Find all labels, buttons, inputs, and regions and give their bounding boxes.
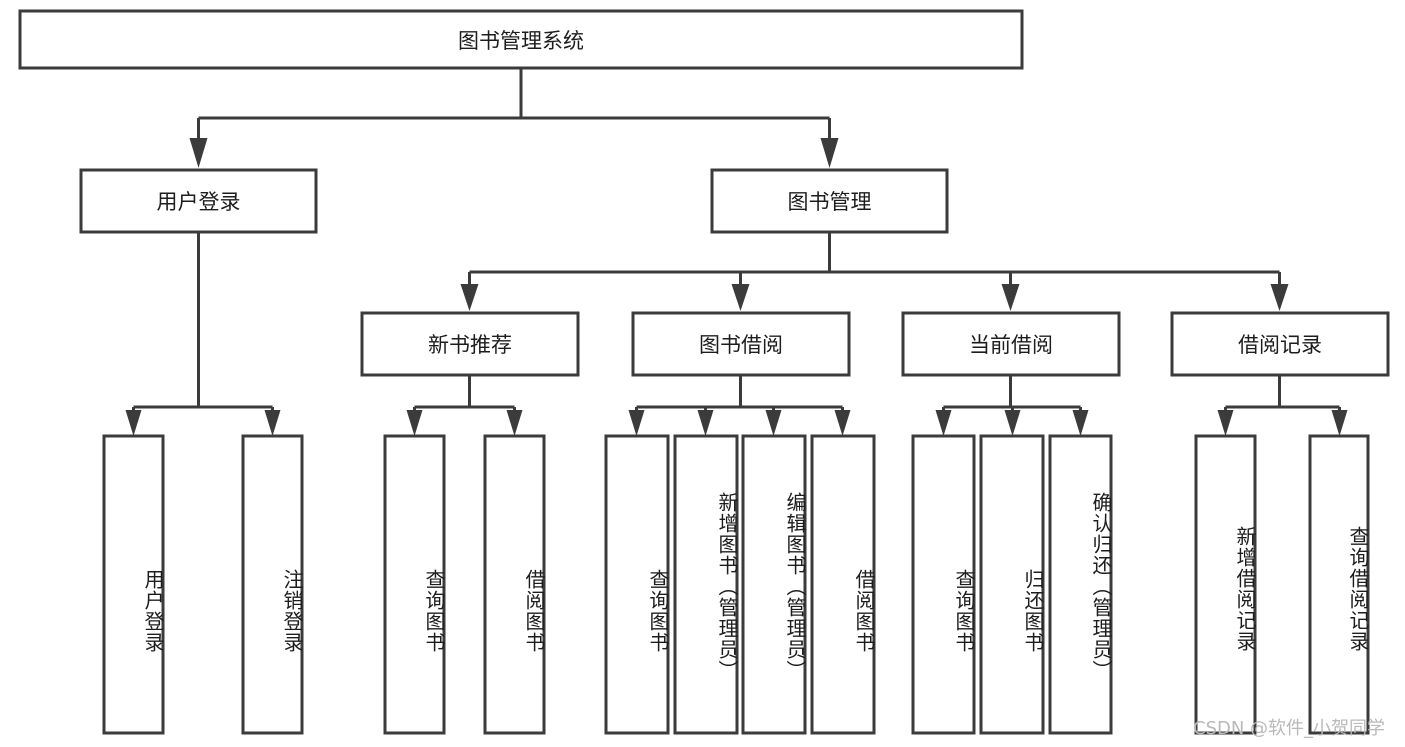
node-box-user-login[interactable] [79,168,318,234]
node-box-book-borrow[interactable] [631,311,851,377]
node-box-book-management[interactable] [710,168,949,234]
node-box-leaf-edit-book-admin[interactable] [741,434,807,735]
connector-group-borrow-record [1217,375,1348,436]
arrow-head-leaf-borrow-book-1 [506,410,523,436]
arrow-head-book-borrow [731,284,750,311]
arrow-head-leaf-confirm-return-admin [1072,410,1089,436]
connector-group-new-book-recommend [406,375,523,436]
node-box-leaf-query-book-2[interactable] [604,434,670,735]
node-box-leaf-borrow-book-2[interactable] [810,434,876,735]
arrow-head-borrow-record [1270,284,1289,311]
arrow-head-leaf-borrow-book-2 [834,410,851,436]
node-box-leaf-add-book-admin[interactable] [673,434,739,735]
arrow-head-book-management [820,138,839,168]
arrow-head-leaf-add-book-admin [697,410,714,436]
arrow-head-leaf-query-book-3 [935,410,952,436]
node-box-new-book-recommend[interactable] [360,311,580,377]
node-box-leaf-query-book-3[interactable] [911,434,976,735]
arrow-head-leaf-add-borrow-record [1217,410,1234,436]
arrow-head-leaf-user-login [125,410,142,436]
node-box-leaf-return-book[interactable] [979,434,1045,735]
node-box-leaf-user-login[interactable] [102,434,165,735]
arrow-head-leaf-return-book [1004,410,1021,436]
arrow-head-current-borrow [1001,284,1020,311]
node-box-root[interactable] [18,9,1024,70]
arrow-head-user-login [189,138,208,168]
node-box-leaf-add-borrow-record[interactable] [1194,434,1257,735]
arrow-head-leaf-query-book-1 [406,410,423,436]
connector-group-book-management [460,232,1289,311]
connector-group-current-borrow [935,375,1089,436]
connector-group-user-login [125,232,281,436]
connector-group-root [189,68,839,168]
arrow-head-leaf-query-book-2 [628,410,645,436]
arrow-head-new-book-recommend [460,284,479,311]
node-box-leaf-confirm-return-admin[interactable] [1048,434,1113,735]
arrow-head-leaf-edit-book-admin [765,410,782,436]
node-box-leaf-query-book-1[interactable] [383,434,446,735]
arrow-head-leaf-query-borrow-record [1331,410,1348,436]
node-box-borrow-record[interactable] [1170,311,1390,377]
node-box-leaf-query-borrow-record[interactable] [1308,434,1370,735]
node-box-leaf-logout[interactable] [241,434,304,735]
connector-group-book-borrow [628,375,851,436]
node-box-current-borrow[interactable] [901,311,1121,377]
arrow-head-leaf-logout [264,410,281,436]
node-box-leaf-borrow-book-1[interactable] [483,434,546,735]
